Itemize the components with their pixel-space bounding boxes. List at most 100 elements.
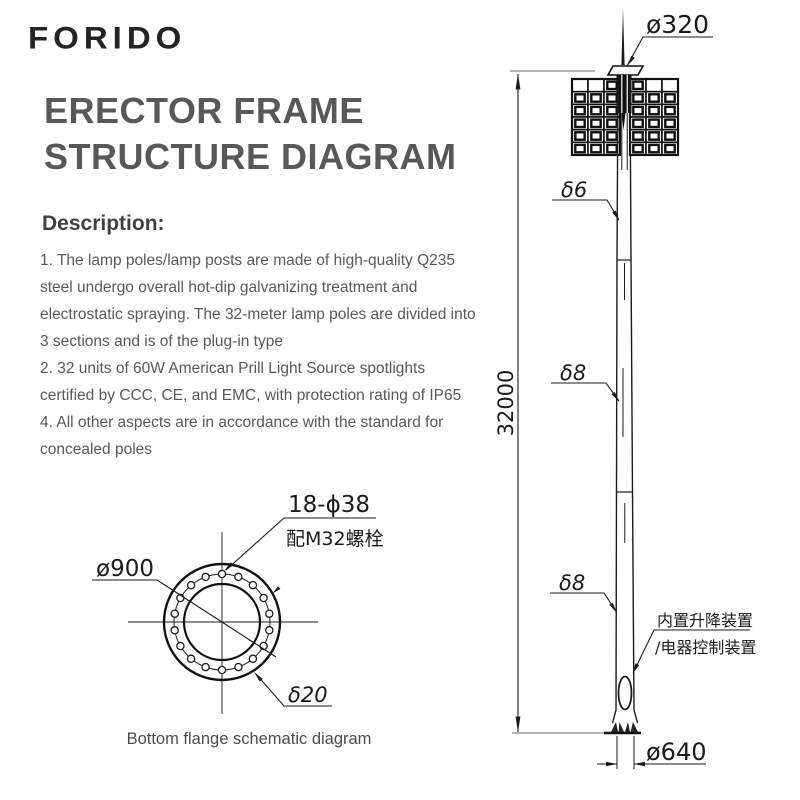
lamp-lens: [664, 131, 676, 141]
bolt-hole: [265, 626, 274, 635]
flange-diameter-line: [156, 579, 277, 658]
lamp-lens: [606, 93, 618, 103]
lamp-lens: [574, 118, 586, 129]
lamp-cell: [571, 78, 589, 93]
lamp-lens: [574, 93, 586, 103]
lamp-lens: [664, 118, 676, 129]
arrowhead: [609, 602, 617, 613]
brand-logo: FORIDO: [28, 20, 187, 56]
lamp-lens: [606, 80, 618, 91]
description-paragraph: 1. The lamp poles/lamp posts are made of…: [40, 247, 560, 463]
label-flange-diameter: ø900: [96, 556, 154, 582]
label-device-line2: /电器控制装置: [655, 638, 756, 657]
lamp-lens: [574, 131, 586, 141]
bolt-hole: [234, 572, 243, 582]
label-bolt-spec-cn: 配M32螺栓: [286, 528, 384, 550]
top-diameter-leader: [626, 36, 713, 67]
arrowhead: [254, 672, 263, 682]
bolt-hole: [201, 662, 210, 672]
bolt-hole: [176, 641, 185, 651]
pole-diagram: 32000: [224, 8, 756, 769]
label-wall-bottom: δ8: [559, 571, 585, 595]
base-weld-gussets: [611, 722, 638, 732]
wall-bottom-leader: [550, 592, 617, 613]
lamp-cell: [645, 78, 663, 93]
arrowhead: [611, 391, 620, 402]
lamp-lens: [606, 118, 618, 129]
bolt-hole: [170, 609, 179, 618]
bolt-hole: [186, 654, 196, 664]
lightning-rod: [621, 8, 625, 65]
label-base-diameter: ø640: [646, 738, 707, 766]
flange-inner-circle: [182, 582, 262, 662]
lamp-lens: [606, 131, 618, 141]
description-line: steel undergo overall hot-dip galvanizin…: [40, 279, 418, 296]
lamp-lens: [648, 93, 660, 103]
lamp-lens: [606, 105, 618, 116]
bolt-hole: [234, 662, 243, 672]
label-flange-thickness: δ20: [288, 683, 328, 707]
lamp-lens: [590, 131, 602, 141]
arrowhead: [632, 663, 640, 674]
bolt-hole: [201, 572, 210, 582]
arrowhead: [612, 210, 620, 221]
lamp-lens: [648, 118, 660, 129]
thickness-label-leader: [255, 673, 332, 707]
description-line: 1. The lamp poles/lamp posts are made of…: [40, 252, 456, 269]
arrowhead: [606, 761, 617, 767]
description-line: certified by CCC, CE, and EMC, with prot…: [40, 387, 462, 404]
arrowhead: [272, 586, 281, 594]
lamp-lens: [648, 131, 660, 141]
label-wall-top: δ6: [561, 178, 587, 202]
lamp-lens: [590, 143, 602, 154]
description-heading: Description:: [42, 212, 165, 235]
lamp-cell: [587, 78, 605, 93]
lamp-lens: [664, 93, 676, 103]
lamp-lens: [590, 118, 602, 129]
lamp-lens: [590, 105, 602, 116]
lamp-lens: [632, 105, 644, 116]
arrowhead: [224, 562, 234, 571]
lamp-frame: [571, 78, 679, 156]
description-line: 4. All other aspects are in accordance w…: [40, 414, 444, 431]
title-line-1: ERECTOR FRAME: [44, 90, 364, 131]
title-line-2: STRUCTURE DIAGRAM: [44, 136, 457, 177]
bolt-hole: [259, 593, 268, 603]
bolt-hole: [248, 580, 258, 590]
lamp-lens: [632, 131, 644, 141]
lamp-frame-left-border: [570, 77, 622, 157]
description-line: 3 sections and is of the plug-in type: [40, 333, 283, 350]
lamp-lens: [648, 143, 660, 154]
arrowhead: [515, 73, 521, 90]
label-bolt-holes: 18-ϕ38: [288, 492, 370, 518]
bolt-hole: [217, 569, 227, 579]
wall-mid-leader: [551, 382, 620, 402]
label-wall-mid: δ8: [560, 361, 586, 385]
lamp-lens: [574, 105, 586, 116]
pole-top-slit: [626, 75, 628, 113]
bolt-label-leader: [225, 517, 376, 571]
lamp-lens: [664, 105, 676, 116]
description-line: electrostatic spraying. The 32-meter lam…: [40, 306, 476, 323]
flange-diagram: 18-ϕ38 配M32螺栓 ø900 δ20: [92, 492, 384, 714]
page-title: ERECTOR FRAME STRUCTURE DIAGRAM: [44, 88, 456, 180]
pole-cap: [606, 65, 645, 76]
bolt-hole: [248, 654, 258, 664]
label-device-line1: 内置升降装置: [657, 611, 753, 630]
bolt-hole: [170, 626, 179, 635]
lamp-lens: [664, 143, 676, 154]
bolt-hole: [217, 665, 227, 675]
arrowhead: [627, 55, 635, 66]
pole-top-taper: [621, 113, 626, 130]
pole-top-section: [616, 75, 632, 113]
lamp-cell: [661, 78, 679, 93]
lamp-lens: [590, 93, 602, 103]
flange-caption: Bottom flange schematic diagram: [126, 730, 372, 748]
pole-right-edge: [629, 74, 639, 724]
label-height: 32000: [494, 370, 518, 437]
bolt-hole: [265, 609, 274, 618]
arrowhead: [634, 761, 645, 767]
arrowheads: [224, 55, 645, 767]
